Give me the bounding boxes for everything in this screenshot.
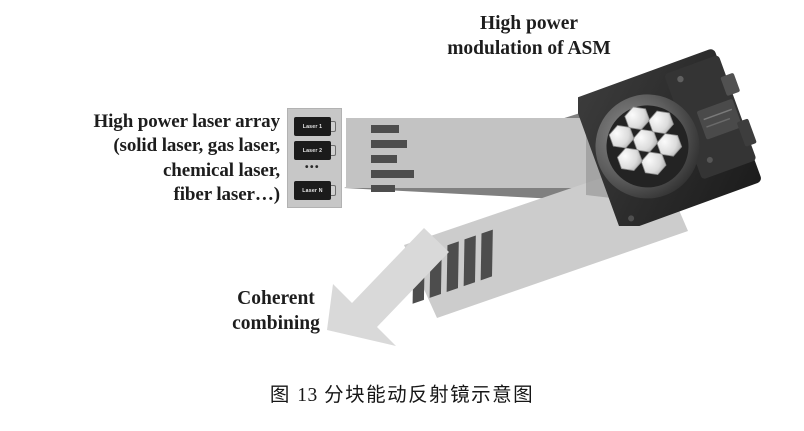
asm-device	[578, 49, 761, 226]
caption-text: 分块能动反射镜示意图	[324, 385, 535, 406]
mirror-segment	[656, 133, 683, 157]
mirror-segment	[624, 106, 651, 130]
device-connector	[720, 73, 740, 96]
input-beam-bars	[371, 125, 414, 192]
input-beam-bar	[371, 185, 395, 192]
laser-module-n: Laser N	[294, 181, 336, 200]
coherent-combining-label: Coherent combining	[232, 288, 320, 334]
mirror-segment	[616, 147, 643, 171]
output-beam-bar	[446, 241, 459, 293]
laser-module-n-tab	[331, 185, 336, 196]
laser-module-2-label: Laser 2	[302, 147, 323, 154]
output-direction-arrow	[327, 228, 449, 346]
caption-prefix: 图	[269, 385, 291, 406]
input-beam-bar	[371, 170, 414, 178]
laser-array-panel: Laser 1 Laser 2 ••• Laser N	[287, 108, 342, 208]
device-screw	[677, 75, 684, 83]
laser-module-n-label: Laser N	[302, 187, 323, 194]
laser-array-ellipsis: •••	[304, 162, 320, 173]
device-panel-line	[706, 117, 731, 128]
output-beam-bar	[480, 229, 493, 281]
input-beam-bar	[371, 140, 407, 148]
mirror-segments	[608, 106, 683, 176]
input-beam-bar	[371, 155, 397, 163]
output-beam-bar	[463, 235, 476, 287]
mirror-segment	[608, 124, 635, 149]
laser-module-2: Laser 2	[294, 141, 336, 160]
device-screw	[628, 215, 635, 222]
laser-module-2-tab	[331, 145, 336, 156]
laser-module-1-label: Laser 1	[302, 123, 323, 130]
laser-array-label: High power laser array (solid laser, gas…	[93, 111, 280, 205]
asm-modulation-label: High power modulation of ASM	[447, 13, 611, 59]
caption-number: 13	[297, 385, 318, 406]
input-beam-bar	[371, 125, 399, 133]
device-screw	[706, 156, 713, 163]
device-panel-line	[703, 108, 733, 121]
device-connector	[737, 118, 757, 147]
laser-module-1-tab	[331, 121, 336, 132]
figure-caption: 图 13 分块能动反射镜示意图	[0, 378, 804, 407]
asm-device-body	[578, 49, 761, 226]
laser-module-1: Laser 1	[294, 117, 336, 136]
output-beam-bars	[412, 229, 493, 304]
